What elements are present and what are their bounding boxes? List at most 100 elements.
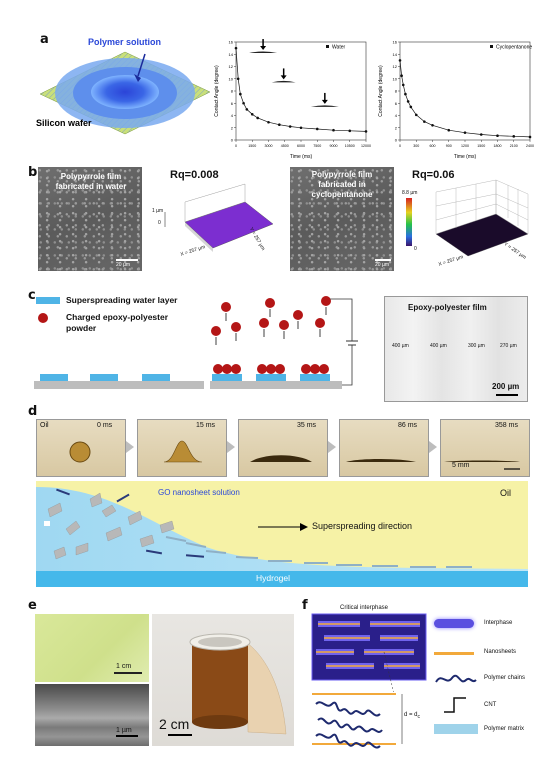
- legend-interphase: Interphase: [484, 620, 513, 626]
- dim-label-3: 300 µm: [468, 343, 485, 349]
- go-solution-label: GO nanosheet solution: [158, 488, 240, 497]
- frame-time-5: 358 ms: [495, 422, 518, 429]
- x-tick-label: 0: [235, 144, 237, 148]
- axis-label-height: 8.8 µm: [402, 190, 418, 196]
- arrow-head: [280, 75, 287, 80]
- afm-surface-1: [164, 183, 274, 252]
- d-equals-dc: d = dc: [404, 712, 420, 720]
- superspreading-schematic: [36, 481, 528, 587]
- y-tick-label: 10: [393, 76, 398, 81]
- plot-frame: [399, 41, 531, 141]
- sem-cross-section: [35, 684, 149, 746]
- rq-value-1: Rq=0.008: [170, 169, 219, 181]
- x-tick-label: 0: [399, 144, 401, 148]
- x-tick-label: 1500: [477, 144, 485, 148]
- x-tick-label: 300: [413, 144, 419, 148]
- panel-letter-b: b: [28, 165, 38, 180]
- series-line: [399, 60, 531, 138]
- y-tick-label: 16: [393, 40, 398, 45]
- panel-letter-f: f: [302, 598, 308, 613]
- critical-interphase-label: Critical interphase: [340, 605, 389, 611]
- x-axis-label: Time (ms): [454, 154, 477, 160]
- x-tick-label: 1800: [494, 144, 502, 148]
- y-tick-label: 0: [395, 138, 398, 143]
- plot-frame: [235, 41, 367, 141]
- x-tick-label: 4500: [281, 144, 289, 148]
- panel-letter-e: e: [28, 598, 37, 613]
- x-tick-label: 600: [430, 144, 436, 148]
- d-label: d = d: [404, 712, 418, 718]
- axis-label-height: 1 µm: [152, 208, 164, 214]
- legend-marker: [490, 45, 493, 48]
- dim-label-2: 400 µm: [430, 343, 447, 349]
- dim-label-1: 400 µm: [392, 343, 409, 349]
- arrow-right-icon: [429, 441, 437, 453]
- droplet-inset: [249, 51, 278, 54]
- polymer-chain-icon: [435, 674, 477, 683]
- x-tick-label: 3000: [265, 144, 273, 148]
- y-tick-label: 6: [395, 101, 398, 106]
- y-tick-label: 14: [229, 52, 234, 57]
- scale-label: 1 cm: [116, 663, 132, 670]
- y-tick-label: 4: [231, 113, 234, 118]
- y-tick-label: 10: [229, 76, 234, 81]
- video-frame-5: [440, 419, 530, 477]
- arrow-icon: [137, 53, 146, 77]
- scale-label: 5 mm: [452, 462, 470, 469]
- x-tick-label: 12000: [361, 144, 371, 148]
- y-tick-label: 2: [231, 125, 234, 130]
- sem-image-cyclopentanone: [290, 167, 394, 271]
- axis-label-zero: 0: [158, 220, 161, 226]
- oil-label-right: Oil: [500, 488, 511, 498]
- video-frame-3: [238, 419, 328, 477]
- y-tick-label: 16: [229, 40, 234, 45]
- series-line: [235, 48, 367, 132]
- x-tick-label: 10500: [345, 144, 355, 148]
- y-axis-label: Contact Angle (degree): [214, 65, 220, 117]
- data-point: [528, 135, 532, 139]
- legend-water-layer: Superspreading water layer: [66, 295, 178, 305]
- droplet-sequence: [69, 440, 520, 470]
- y-tick-label: 2: [395, 125, 398, 130]
- y-tick-label: 8: [395, 89, 398, 94]
- panel-letter-c: c: [28, 288, 36, 303]
- scale-label: 20 µm: [375, 262, 389, 268]
- scale-label-roll: 2 cm: [159, 716, 190, 732]
- panel-letter-a: a: [40, 32, 49, 47]
- x-tick-label: 2400: [526, 144, 534, 148]
- sem-image-water: [38, 167, 142, 271]
- arrow-right-icon: [227, 441, 235, 453]
- frame-time-4: 86 ms: [398, 422, 418, 429]
- data-point: [364, 130, 368, 133]
- direction-label: Superspreading direction: [312, 521, 413, 531]
- scale-bar: [375, 259, 391, 261]
- legend-cnt: CNT: [484, 702, 497, 708]
- oil-label: Oil: [40, 422, 49, 429]
- water-layer-swatch: [36, 297, 60, 304]
- legend-powder: Charged epoxy-polyester powder: [66, 312, 169, 333]
- x-tick-label: 7500: [313, 144, 321, 148]
- y-tick-label: 12: [393, 64, 398, 69]
- scale-label: 20 µm: [116, 262, 130, 268]
- film-photo: [35, 614, 149, 682]
- arrow-right-icon: [328, 441, 336, 453]
- legend-swatch-nanosheets: [434, 652, 474, 655]
- scale-label: 200 µm: [492, 382, 520, 391]
- dim-label-4: 270 µm: [500, 343, 517, 349]
- x-axis-label: Time (ms): [290, 154, 313, 160]
- electrostatic-spray-schematic: [34, 296, 358, 389]
- scale-bar: [496, 394, 518, 396]
- legend-matrix: Polymer matrix: [484, 726, 525, 732]
- legend-label: Cyclopentanone: [496, 45, 532, 51]
- arrow-head: [260, 46, 267, 51]
- y-tick-label: 4: [395, 113, 398, 118]
- y-tick-label: 8: [231, 89, 234, 94]
- scale-bar: [116, 259, 138, 261]
- y-tick-label: 14: [393, 52, 398, 57]
- legend-nanosheets: Nanosheets: [484, 649, 517, 655]
- cnt-icon: [444, 697, 466, 713]
- d-subscript: c: [417, 714, 421, 721]
- legend-swatch-interphase: [434, 619, 474, 628]
